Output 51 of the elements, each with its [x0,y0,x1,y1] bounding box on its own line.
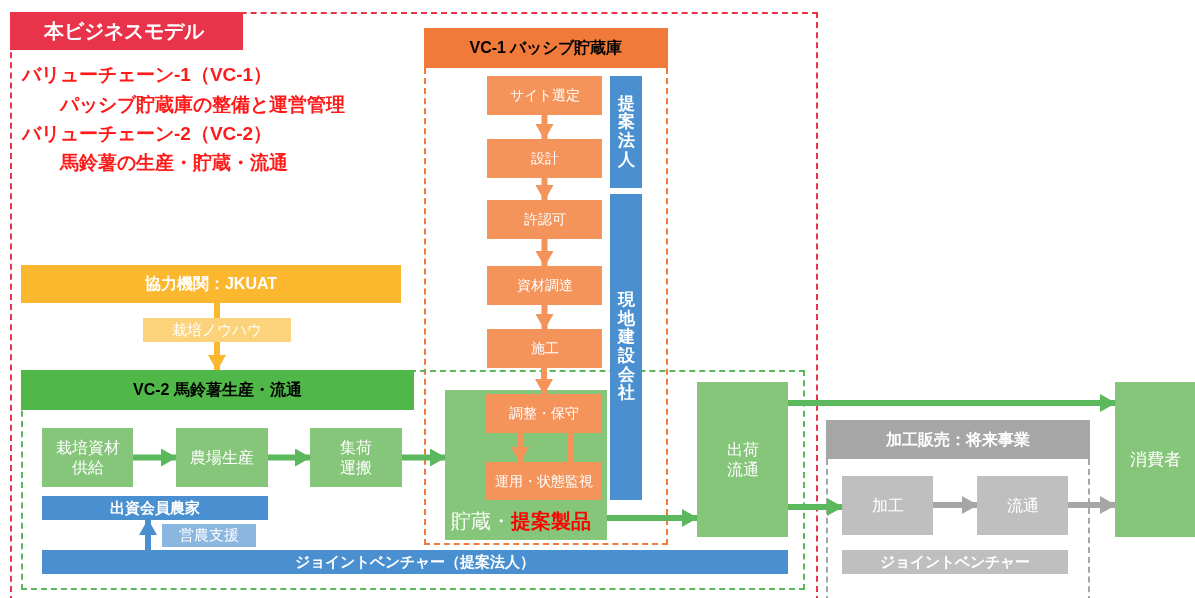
process-box: 出荷流通 [697,382,788,537]
arrow [535,115,554,140]
arrow [933,496,978,514]
arrow [535,305,554,330]
process-box: 加工 [842,476,933,535]
summary-text: パッシブ貯蔵庫の整備と運営管理 [60,93,345,117]
arrow [268,448,311,467]
connector-line [567,433,573,462]
consumer-box: 消費者 [1115,382,1195,537]
summary-text: バリューチェーン-2（VC-2） [22,122,273,146]
process-box: 流通 [977,476,1068,535]
support-box: 営農支援 [162,524,256,547]
arrow [535,239,554,267]
arrow [788,498,843,516]
partner-box: 協力機関：JKUAT [21,265,401,303]
frame-title: VC-1 バッシブ貯蔵庫 [424,28,668,68]
storage-label: 貯蔵・提案製品 [451,509,591,534]
storage-box [445,390,607,540]
arrow [607,509,698,527]
actor-bar: 提案法人 [610,76,642,188]
arrow [139,519,157,550]
future-business-frame [826,420,1090,598]
arrow [511,433,529,463]
arrow [535,178,554,201]
process-box: 設計 [487,139,602,178]
connector-line [214,303,220,318]
frame-title: 加工販売：将来事業 [826,420,1090,459]
process-box: 調整・保守 [486,394,601,433]
frame-title: 本ビジネスモデル [10,12,243,50]
process-box: 運用・状態監視 [486,462,601,500]
process-box: サイト選定 [487,76,602,115]
process-box: 資材調達 [487,266,602,305]
process-box: 栽培資材供給 [42,428,133,487]
arrow [788,394,1116,412]
process-box: 施工 [487,329,602,368]
member-bar: 出資会員農家 [42,496,268,520]
process-box: 許認可 [487,200,602,239]
summary-text: バリューチェーン-1（VC-1） [22,63,273,87]
joint-venture-bar: ジョイントベンチャー [842,550,1068,574]
arrow [535,368,553,395]
arrow [402,448,446,467]
process-box: 集荷運搬 [310,428,402,487]
joint-venture-bar: ジョイントベンチャー（提案法人） [42,550,788,574]
process-box: 農場生産 [176,428,268,487]
arrow [208,342,226,371]
arrow [133,448,177,467]
knowhow-box: 栽培ノウハウ [143,318,291,342]
arrow [1068,496,1116,514]
actor-bar: 現地建設会社 [610,194,642,500]
summary-text: 馬鈴薯の生産・貯蔵・流通 [60,151,288,175]
frame-title: VC-2 馬鈴薯生産・流通 [21,370,414,410]
